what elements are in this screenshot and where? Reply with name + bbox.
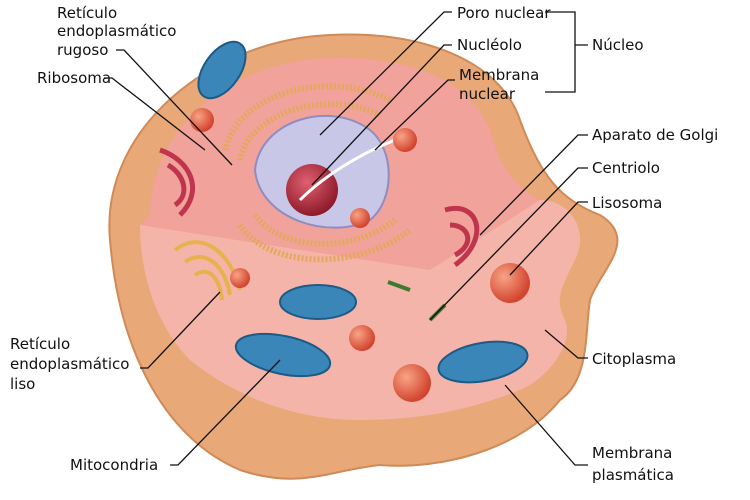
- label-rel-3: liso: [10, 375, 35, 393]
- label-centriolo: Centriolo: [592, 159, 660, 177]
- label-nucleolo: Nucléolo: [457, 36, 522, 54]
- label-golgi: Aparato de Golgi: [592, 126, 718, 144]
- label-membrana-nuclear-1: Membrana: [459, 66, 539, 84]
- label-rer-2: endoplasmático: [57, 22, 176, 40]
- mitochondria: [197, 40, 529, 384]
- label-membrana-nuclear-2: nuclear: [459, 85, 516, 103]
- label-rer-3: rugoso: [57, 41, 108, 59]
- label-rel-1: Retículo: [10, 335, 70, 353]
- leader-lines: [104, 11, 588, 466]
- golgi-apparatus: [159, 147, 480, 268]
- label-lisosoma: Lisosoma: [592, 194, 662, 212]
- label-citoplasma: Citoplasma: [592, 350, 676, 368]
- rough-er: [222, 83, 412, 263]
- label-mitocondria: Mitocondria: [70, 456, 158, 474]
- label-membrana-plasmatica-2: plasmática: [592, 466, 674, 484]
- lysosomes: [190, 108, 530, 402]
- label-nucleo: Núcleo: [592, 36, 644, 54]
- label-rel-2: endoplasmático: [10, 355, 129, 373]
- label-ribosoma: Ribosoma: [37, 69, 111, 87]
- label-membrana-plasmatica-1: Membrana: [592, 444, 672, 462]
- label-rer-1: Retículo: [57, 4, 117, 22]
- label-poro-nuclear: Poro nuclear: [457, 4, 551, 22]
